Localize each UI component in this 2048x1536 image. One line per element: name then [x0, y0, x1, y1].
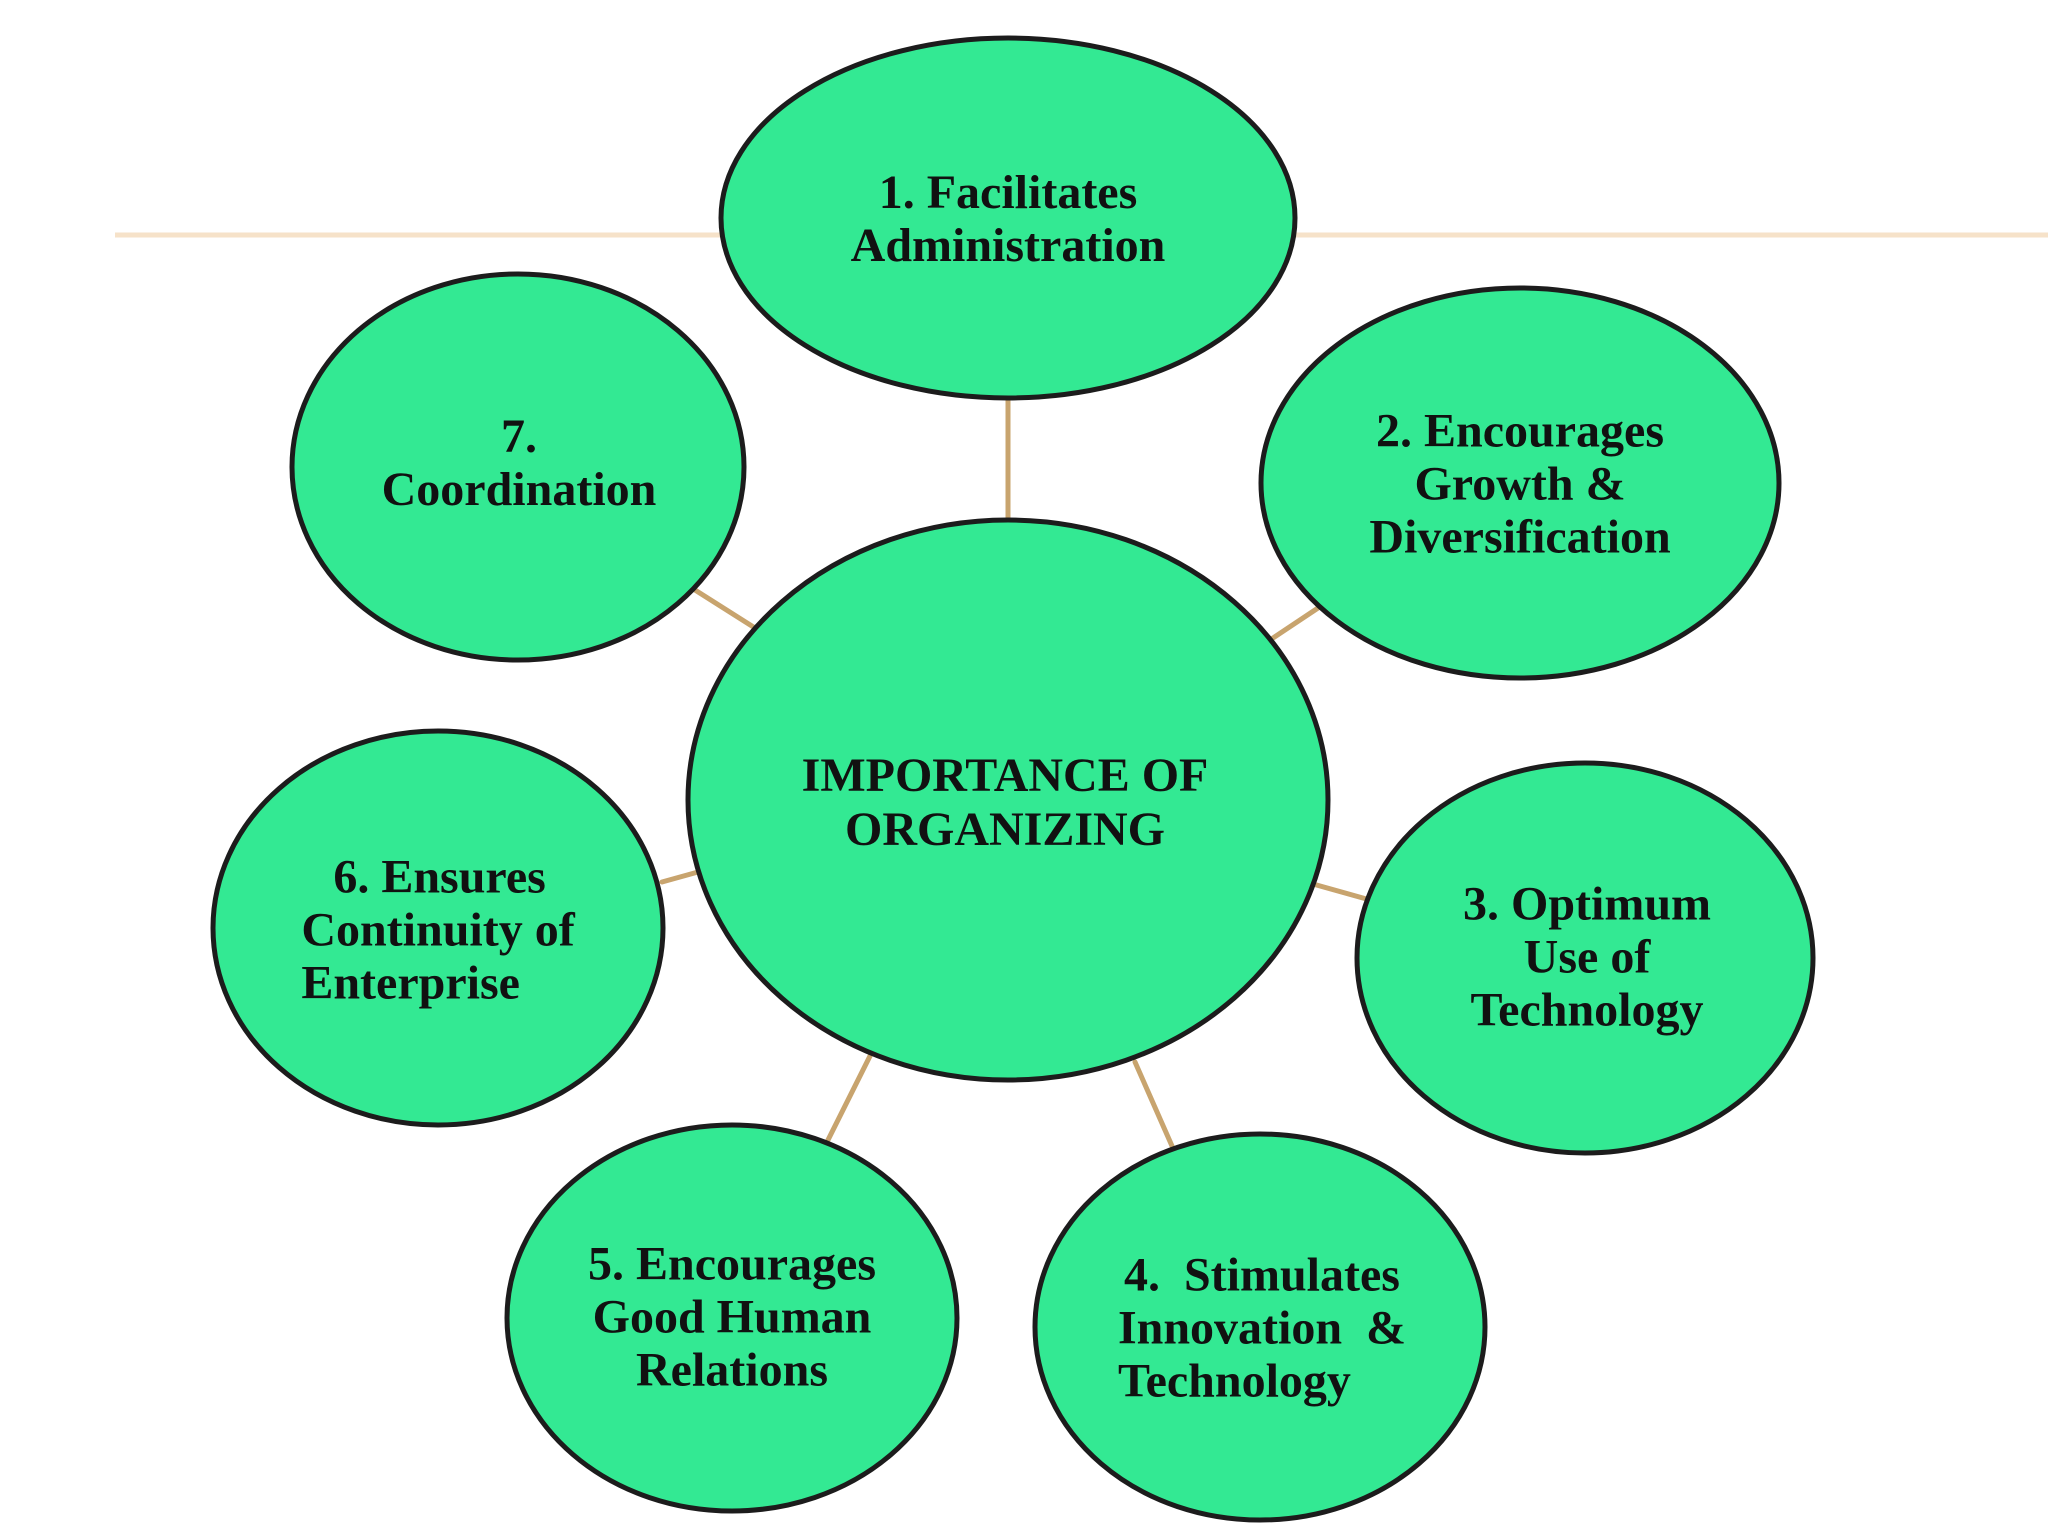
node-2-line-3: Diversification [1369, 510, 1671, 564]
center-label-line-1: IMPORTANCE OF [801, 749, 1209, 802]
node-1-label: 1. Facilitates Administration [851, 166, 1166, 272]
node-5-bubble [504, 1122, 960, 1514]
connector-node-5 [825, 1053, 873, 1143]
node-7-label: 7. Coordination [382, 410, 657, 516]
node-3-line-3: Technology [1470, 983, 1704, 1037]
node-4-line-1: 4. Stimulates [1123, 1248, 1400, 1302]
connector-node-3 [1310, 881, 1373, 903]
node-1-bubble [718, 35, 1298, 401]
connector-node-4 [1132, 1059, 1175, 1149]
node-3-line-2: Use of [1523, 930, 1651, 984]
connector-node-7 [692, 587, 758, 631]
center-label: IMPORTANCE OF ORGANIZING [802, 749, 1209, 857]
node-3-line-1: 3. Optimum [1462, 877, 1712, 931]
node-4-bubble [1032, 1131, 1488, 1523]
node-3-label: 3. Optimum Use of Technology [1463, 878, 1711, 1037]
node-7-line-2: Coordination [381, 463, 657, 516]
node-4-line-3: Technology [1117, 1354, 1351, 1408]
node-1-line-2: Administration [850, 219, 1166, 272]
node-3-bubble [1354, 760, 1816, 1156]
node-2-line-2: Growth & [1414, 457, 1626, 511]
center-label-line-2: ORGANIZING [844, 803, 1166, 856]
node-7-bubble [289, 271, 747, 663]
connector-node-6 [659, 869, 701, 885]
node-2-bubble [1258, 285, 1782, 681]
node-6-line-1: 6. Ensures [333, 850, 546, 904]
node-7-line-1: 7. [501, 410, 537, 463]
node-6-line-2: Continuity of [301, 903, 575, 957]
node-5-line-3: Relations [636, 1343, 828, 1397]
node-6-label: 6. Ensures Continuity of Enterprise [301, 851, 574, 1010]
node-2-line-1: 2. Encourages [1375, 404, 1664, 458]
node-5-label: 5. Encourages Good Human Relations [588, 1238, 876, 1397]
node-5-line-2: Good Human [592, 1290, 872, 1344]
center-bubble [685, 517, 1331, 1083]
node-4-label: 4. Stimulates Innovation & Technology [1118, 1249, 1406, 1408]
connector-node-2 [1267, 605, 1321, 643]
node-5-line-1: 5. Encourages [588, 1237, 876, 1291]
node-6-bubble [210, 728, 666, 1128]
node-6-line-3: Enterprise [301, 956, 520, 1010]
node-1-line-1: 1. Facilitates [878, 166, 1138, 219]
node-2-label: 2. Encourages Growth & Diversification [1369, 405, 1670, 564]
node-4-line-2: Innovation & [1117, 1301, 1407, 1355]
